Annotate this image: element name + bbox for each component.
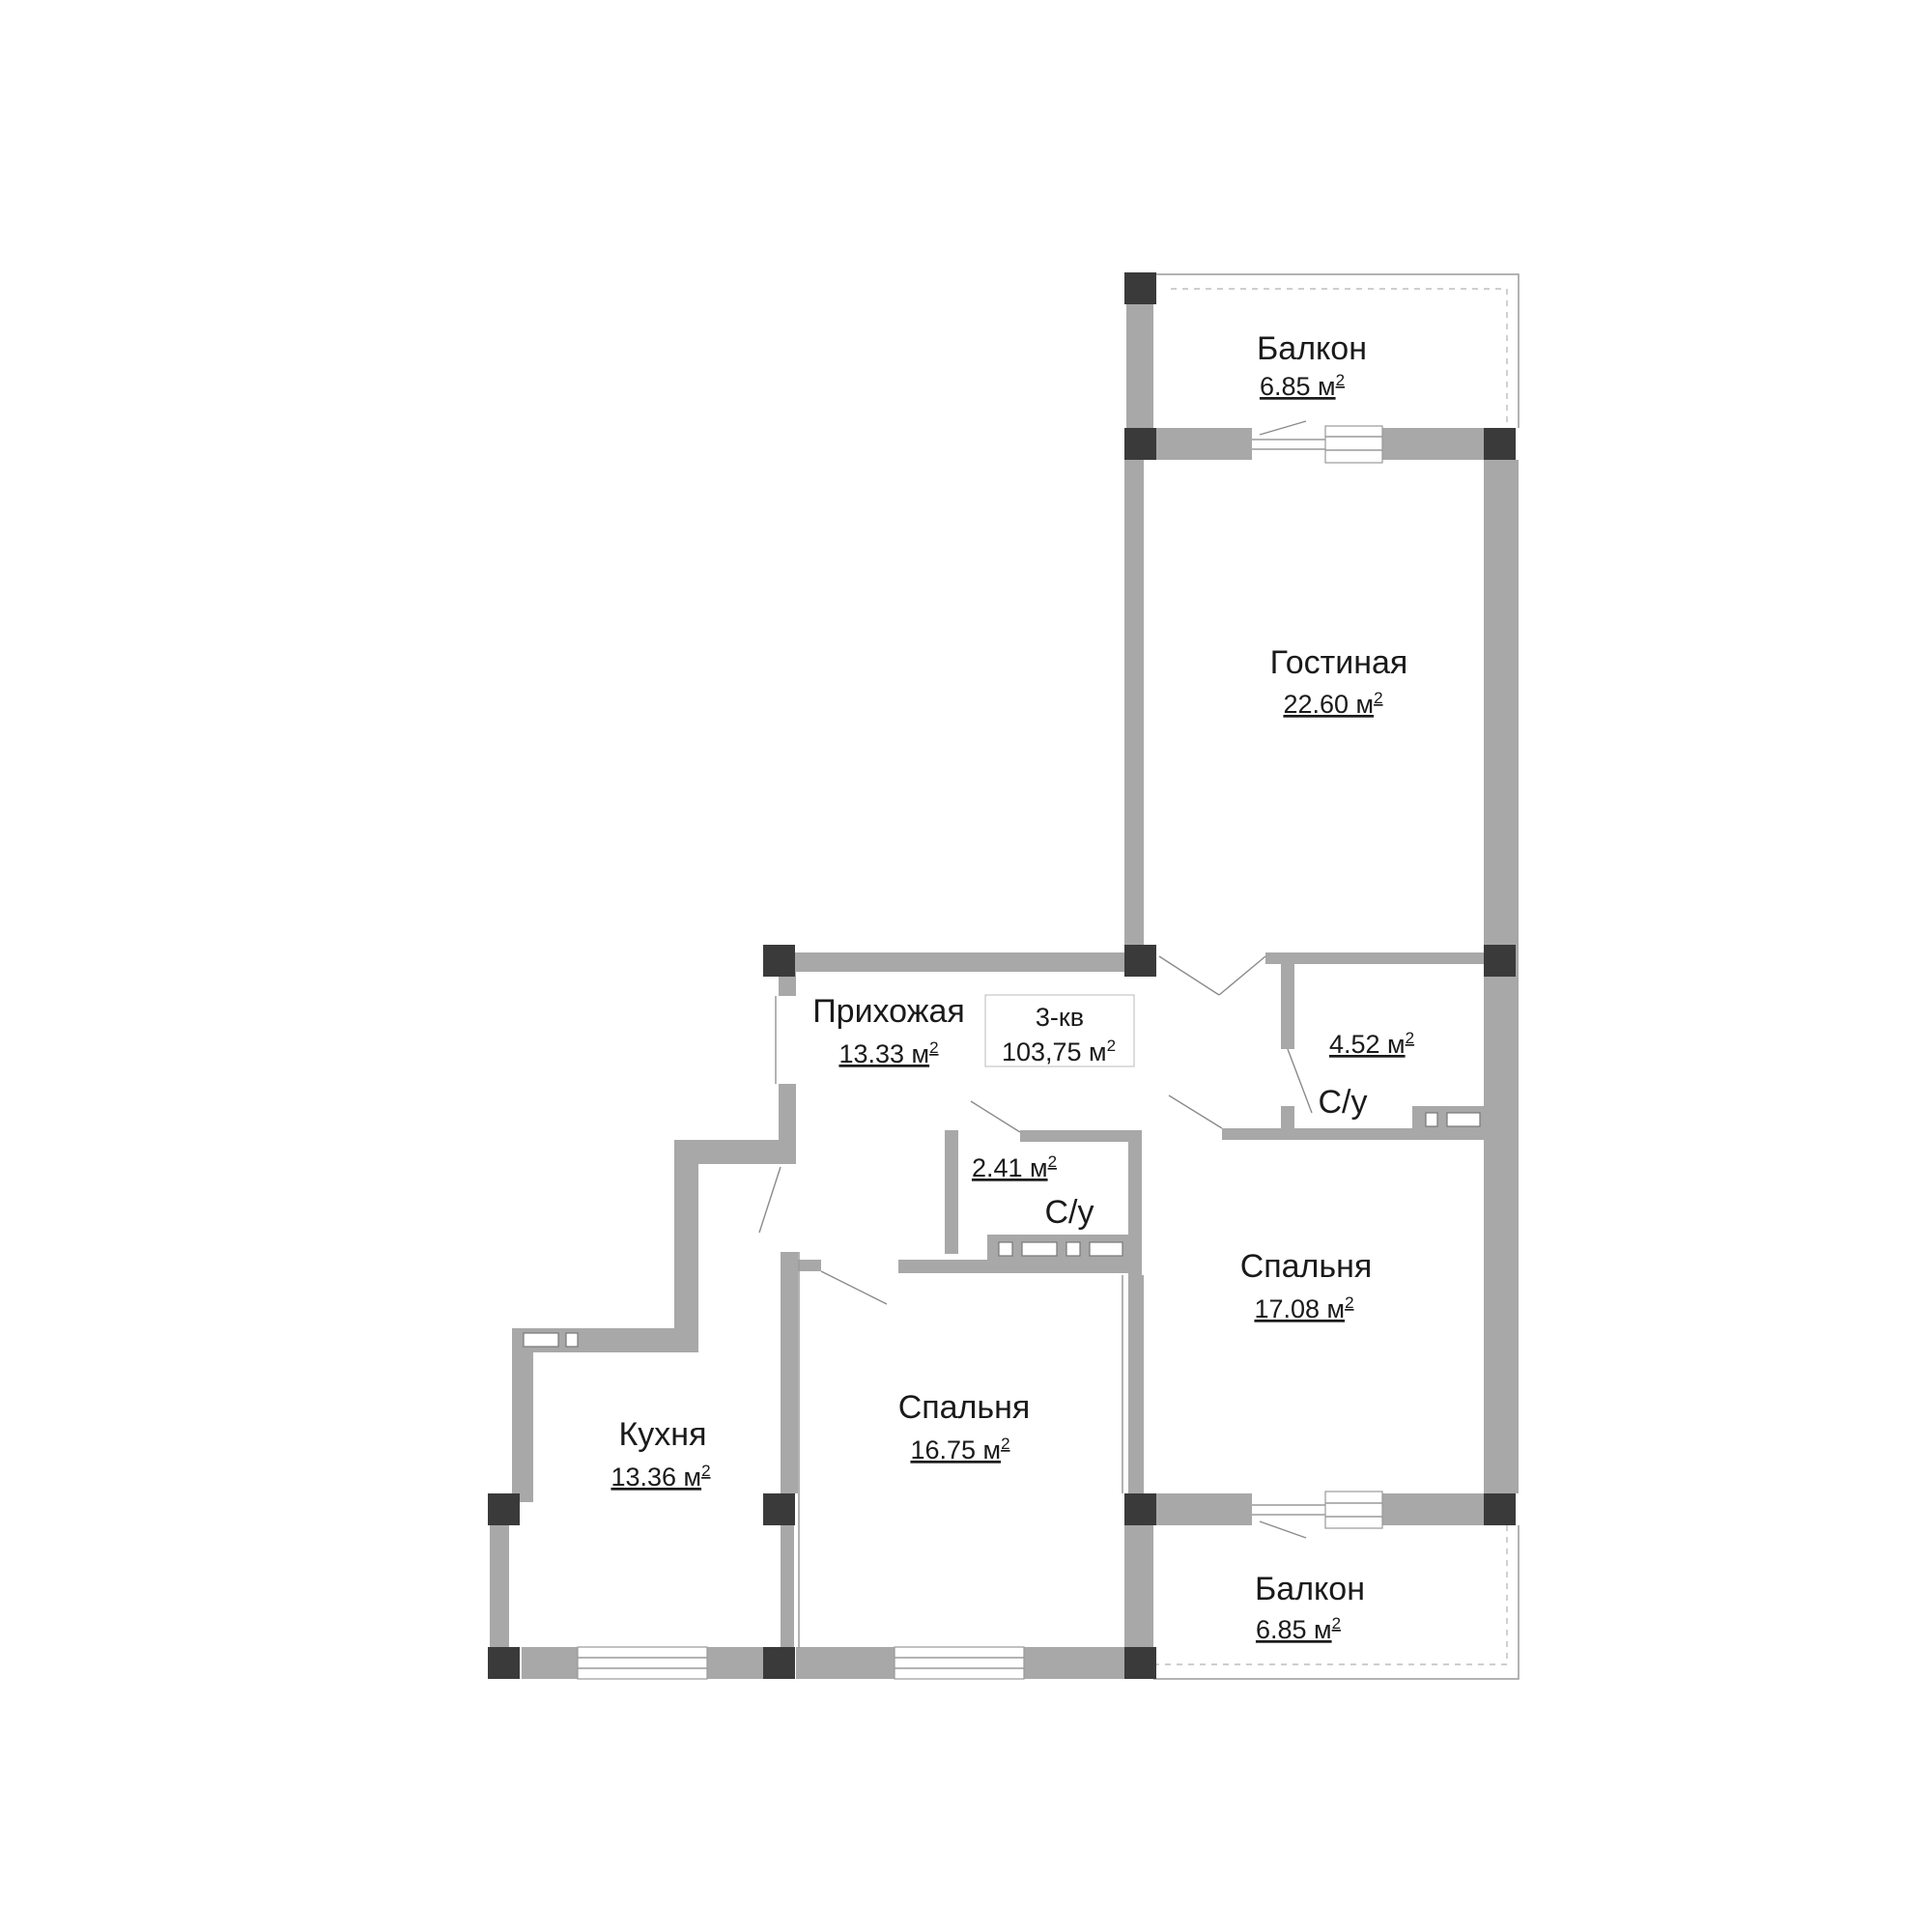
area-unit-superscript: 2 (1406, 1029, 1414, 1047)
doors (758, 420, 1313, 1648)
area-unit-superscript: 2 (1332, 1614, 1341, 1633)
room-area: 13.36 м2 (611, 1462, 710, 1492)
room-name: Спальня (898, 1389, 1031, 1426)
room-name: Балкон (1257, 330, 1367, 367)
area-unit-superscript: 2 (1345, 1293, 1353, 1312)
balcony-bottom-outline (1153, 1525, 1520, 1680)
area-unit-superscript: 2 (929, 1038, 938, 1057)
room-area: 6.85 м2 (1260, 371, 1345, 401)
columns (488, 272, 1516, 1679)
area-value: 13.33 м (838, 1039, 929, 1068)
room-name: С/у (1045, 1194, 1094, 1231)
area-unit-superscript: 2 (1001, 1435, 1009, 1453)
room-name: Прихожая (812, 993, 965, 1030)
balcony-top-outline (1152, 273, 1520, 428)
room-area: 16.75 м2 (910, 1435, 1009, 1464)
room-area: 6.85 м2 (1256, 1614, 1341, 1644)
area-value: 4.52 м (1329, 1030, 1406, 1059)
apartment-type: 3-кв (1036, 1003, 1084, 1032)
room-name: Спальня (1240, 1248, 1373, 1285)
room-area: 13.33 м2 (838, 1038, 938, 1068)
area-value: 6.85 м (1256, 1615, 1332, 1644)
room-area: 2.41 м2 (972, 1152, 1057, 1182)
area-value: 2.41 м (972, 1153, 1048, 1182)
area-value: 17.08 м (1254, 1294, 1345, 1323)
area-unit-superscript: 2 (1107, 1037, 1116, 1055)
room-area: 22.60 м2 (1283, 689, 1382, 719)
area-value: 13.36 м (611, 1463, 701, 1492)
total-area-box (984, 994, 1135, 1067)
apartment-total-area: 103,75 м2 (1002, 1037, 1116, 1066)
area-value: 22.60 м (1283, 690, 1374, 719)
area-unit-superscript: 2 (1336, 371, 1345, 389)
area-value: 103,75 м (1002, 1037, 1107, 1066)
windows (577, 425, 1383, 1680)
area-value: 16.75 м (910, 1435, 1001, 1464)
area-value: 6.85 м (1260, 372, 1336, 401)
room-name: Балкон (1255, 1571, 1365, 1607)
area-unit-superscript: 2 (1048, 1152, 1057, 1171)
room-name: Гостиная (1270, 644, 1408, 681)
room-name: Кухня (619, 1416, 707, 1453)
room-name: С/у (1319, 1084, 1368, 1121)
area-unit-superscript: 2 (701, 1462, 710, 1480)
room-area: 4.52 м2 (1329, 1029, 1414, 1059)
fixtures (523, 1112, 1481, 1348)
room-area: 17.08 м2 (1254, 1293, 1353, 1323)
area-unit-superscript: 2 (1374, 689, 1382, 707)
